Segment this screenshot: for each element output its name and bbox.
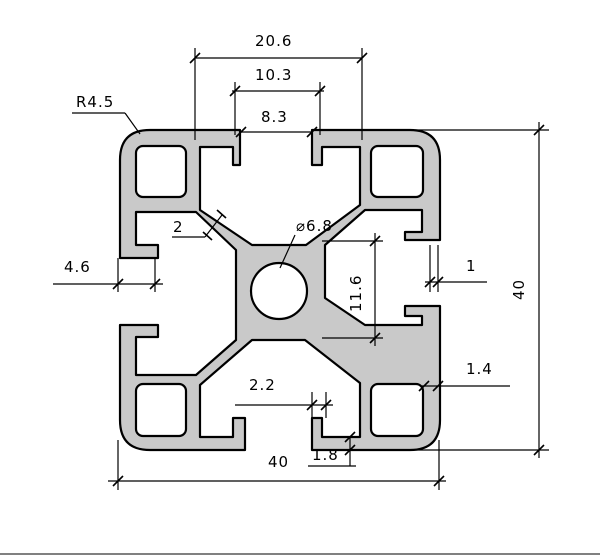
label-wall-thickness: 1.4 (466, 360, 493, 378)
dim-overall-width: 40 (108, 440, 446, 490)
dim-slot-lip: 2.2 (235, 376, 333, 418)
dim-lip-thickness: 1.8 (308, 431, 356, 467)
cavity-top-right (369, 144, 425, 199)
label-center-hole: ⌀6.8 (296, 217, 333, 235)
dim-top-width-mid: 10.3 (229, 66, 326, 135)
dim-center-hole: ⌀6.8 (279, 217, 333, 269)
cavity-bottom-left (134, 382, 188, 438)
label-top-width-outer: 20.6 (255, 32, 292, 50)
label-side-slot-depth: 4.6 (64, 258, 91, 276)
dim-center-height: 11.6 (322, 233, 383, 346)
label-top-width-slot: 8.3 (261, 108, 288, 126)
dim-top-width-slot: 8.3 (235, 108, 318, 138)
dim-wall-thickness: 1.4 (418, 360, 510, 392)
label-web-thickness: 2 (173, 218, 184, 236)
dim-top-width-outer: 20.6 (189, 32, 368, 140)
dim-side-slot-depth: 4.6 (53, 258, 163, 292)
profile-cross-section (118, 128, 442, 452)
label-slot-lip: 2.2 (249, 376, 276, 394)
label-center-height: 11.6 (347, 275, 365, 312)
dim-overall-height: 40 (360, 122, 549, 458)
dim-right-wall: 1 (424, 245, 487, 292)
label-right-wall: 1 (466, 257, 477, 275)
label-corner-radius: R4.5 (76, 93, 114, 111)
cavity-bottom-right (369, 382, 425, 438)
center-bore (249, 261, 309, 321)
label-overall-height: 40 (510, 279, 528, 300)
dim-corner-radius: R4.5 (72, 93, 141, 135)
dim-web-thickness: 2 (172, 209, 227, 241)
label-top-width-mid: 10.3 (255, 66, 292, 84)
cavity-top-left (134, 144, 188, 199)
label-overall-width: 40 (268, 453, 289, 471)
label-lip-thickness: 1.8 (312, 446, 339, 464)
